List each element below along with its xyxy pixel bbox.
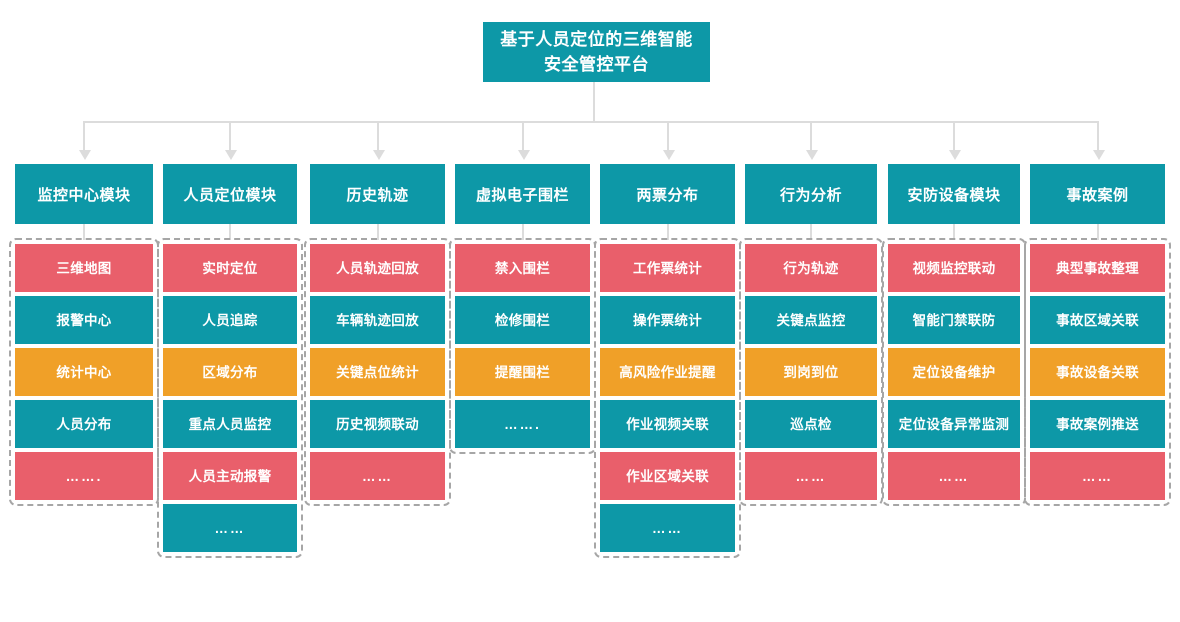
module-group-8: [1024, 238, 1171, 506]
connector-drop-8: [1096, 121, 1099, 152]
connector-arrow-3: [372, 150, 385, 160]
connector-arrow-1: [79, 150, 91, 160]
module-header-5[interactable]: 两票分布: [600, 164, 735, 224]
connector-header-stem-6: [810, 224, 812, 240]
module-item[interactable]: 人员主动报警: [163, 452, 297, 500]
module-header-7[interactable]: 安防设备模块: [888, 164, 1020, 224]
module-item[interactable]: 检修围栏: [455, 296, 590, 344]
module-item[interactable]: 人员追踪: [163, 296, 297, 344]
module-item[interactable]: 高风险作业提醒: [600, 348, 735, 396]
module-item[interactable]: 车辆轨迹回放: [310, 296, 445, 344]
connector-arrow-5: [662, 150, 675, 160]
module-item[interactable]: 人员分布: [15, 400, 153, 448]
module-item[interactable]: 行为轨迹: [745, 244, 877, 292]
module-item[interactable]: 事故区域关联: [1030, 296, 1165, 344]
platform-title-node: 基于人员定位的三维智能安全管控平台: [483, 22, 710, 82]
module-item[interactable]: 重点人员监控: [163, 400, 297, 448]
module-item-ellipsis[interactable]: ……: [600, 504, 735, 552]
module-header-1[interactable]: 监控中心模块: [15, 164, 153, 224]
module-item[interactable]: 操作票统计: [600, 296, 735, 344]
connector-drop-1: [83, 121, 85, 152]
module-item-ellipsis[interactable]: ……: [745, 452, 877, 500]
connector-header-stem-3: [376, 224, 379, 240]
module-item[interactable]: 事故设备关联: [1030, 348, 1165, 396]
module-item-ellipsis[interactable]: ……: [888, 452, 1020, 500]
connector-header-stem-5: [666, 224, 669, 240]
connector-header-stem-2: [229, 224, 231, 240]
module-item[interactable]: 作业区域关联: [600, 452, 735, 500]
module-item[interactable]: 定位设备维护: [888, 348, 1020, 396]
module-item[interactable]: 提醒围栏: [455, 348, 590, 396]
module-item[interactable]: 三维地图: [15, 244, 153, 292]
module-item-ellipsis[interactable]: …….: [15, 452, 153, 500]
module-item[interactable]: 关键点位统计: [310, 348, 445, 396]
module-item[interactable]: 统计中心: [15, 348, 153, 396]
module-item[interactable]: 定位设备异常监测: [888, 400, 1020, 448]
module-item[interactable]: 实时定位: [163, 244, 297, 292]
module-item[interactable]: 巡点检: [745, 400, 877, 448]
module-item[interactable]: 智能门禁联防: [888, 296, 1020, 344]
module-item[interactable]: 人员轨迹回放: [310, 244, 445, 292]
connector-drop-4: [521, 121, 524, 152]
module-header-3[interactable]: 历史轨迹: [310, 164, 445, 224]
module-header-2[interactable]: 人员定位模块: [163, 164, 297, 224]
connector-header-stem-1: [83, 224, 85, 240]
module-item-ellipsis[interactable]: ……: [163, 504, 297, 552]
connector-header-stem-7: [953, 224, 955, 240]
connector-drop-3: [376, 121, 379, 152]
module-item[interactable]: 典型事故整理: [1030, 244, 1165, 292]
module-item-ellipsis[interactable]: …….: [455, 400, 590, 448]
module-item[interactable]: 区域分布: [163, 348, 297, 396]
module-header-4[interactable]: 虚拟电子围栏: [455, 164, 590, 224]
connector-arrow-8: [1092, 150, 1105, 160]
module-item[interactable]: 工作票统计: [600, 244, 735, 292]
connector-arrow-4: [517, 150, 530, 160]
module-header-8[interactable]: 事故案例: [1030, 164, 1165, 224]
connector-bus: [83, 121, 1098, 123]
connector-drop-7: [953, 121, 955, 152]
module-item[interactable]: 事故案例推送: [1030, 400, 1165, 448]
connector-arrow-6: [806, 150, 818, 160]
module-item[interactable]: 报警中心: [15, 296, 153, 344]
connector-drop-6: [810, 121, 812, 152]
module-item[interactable]: 历史视频联动: [310, 400, 445, 448]
connector-arrow-2: [225, 150, 237, 160]
module-header-6[interactable]: 行为分析: [745, 164, 877, 224]
connector-header-stem-4: [521, 224, 524, 240]
connector-arrow-7: [949, 150, 961, 160]
module-item[interactable]: 禁入围栏: [455, 244, 590, 292]
module-item-ellipsis[interactable]: ……: [1030, 452, 1165, 500]
module-item[interactable]: 作业视频关联: [600, 400, 735, 448]
connector-header-stem-8: [1096, 224, 1099, 240]
module-item-ellipsis[interactable]: ……: [310, 452, 445, 500]
connector-drop-2: [229, 121, 231, 152]
module-item[interactable]: 关键点监控: [745, 296, 877, 344]
module-item[interactable]: 到岗到位: [745, 348, 877, 396]
connector-drop-5: [666, 121, 669, 152]
module-item[interactable]: 视频监控联动: [888, 244, 1020, 292]
module-group-2: [157, 238, 303, 558]
connector-stem: [593, 82, 595, 122]
